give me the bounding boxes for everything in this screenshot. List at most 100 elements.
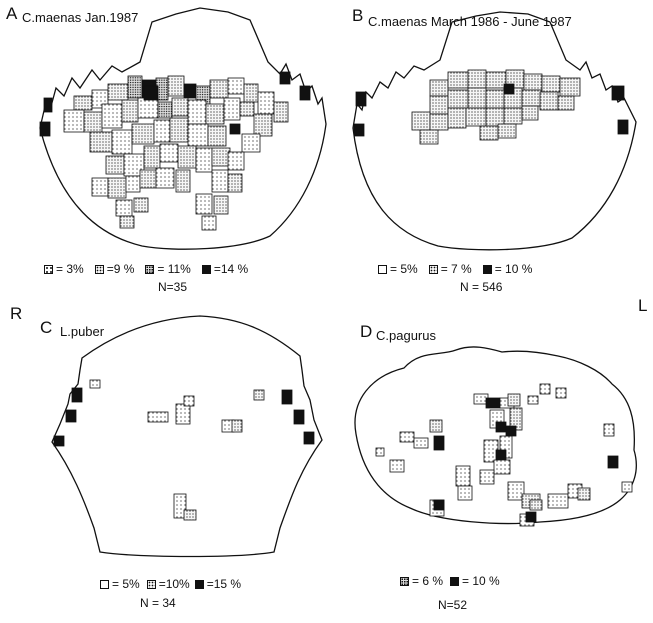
cell-a-17 <box>121 99 139 123</box>
cell-b-13 <box>521 89 543 107</box>
cell-d-13 <box>495 449 507 461</box>
swatch-6pct-d <box>400 576 409 586</box>
cell-b-5 <box>523 73 543 91</box>
cell-a-14 <box>63 109 85 133</box>
cell-d-33 <box>603 423 615 437</box>
cell-a-52 <box>133 197 149 213</box>
cell-a-3 <box>127 75 143 99</box>
cell-a-54 <box>213 195 229 215</box>
edge-c-1 <box>65 409 77 423</box>
cell-b-19 <box>465 107 487 127</box>
cell-d-0 <box>399 431 415 443</box>
cell-a-29 <box>131 123 155 145</box>
cell-c-4 <box>231 419 243 433</box>
cell-a-38 <box>159 143 179 163</box>
cell-d-34 <box>607 455 619 469</box>
cell-b-16 <box>411 111 431 131</box>
side-label-l: L <box>638 296 648 315</box>
cell-a-30 <box>153 119 171 143</box>
cell-a-22 <box>205 103 225 125</box>
panel-b-letter: B <box>352 6 364 25</box>
cell-b-21 <box>503 107 523 125</box>
carapace-outline-d <box>354 346 637 525</box>
cell-a-44 <box>107 177 127 199</box>
cell-d-8 <box>507 393 521 407</box>
cell-a-26 <box>253 113 273 137</box>
legend-d-2: = 10 % <box>462 574 500 588</box>
cell-a-13 <box>273 101 289 123</box>
carapace-outline-c <box>51 315 323 558</box>
cell-d-36 <box>375 447 385 457</box>
panel-a-n: N=35 <box>158 280 188 294</box>
cell-a-25 <box>229 123 241 135</box>
cell-d-16 <box>455 465 471 487</box>
panel-d-letter: D <box>360 322 373 341</box>
cell-c-1 <box>175 403 191 425</box>
cell-c-6 <box>183 509 197 521</box>
edge-a-1 <box>43 97 53 113</box>
cell-c-7 <box>89 379 101 389</box>
panel-b-title: C.maenas March 1986 - June 1987 <box>368 14 572 29</box>
cell-a-57 <box>143 85 159 101</box>
cell-a-55 <box>201 215 217 231</box>
cell-d-23 <box>547 493 569 509</box>
cell-b-1 <box>447 71 469 89</box>
cell-a-34 <box>241 133 261 153</box>
legend-b-3: = 10 % <box>494 262 533 276</box>
swatch-15pct-c <box>194 579 204 589</box>
cell-a-53 <box>195 193 213 215</box>
cell-a-11 <box>243 83 259 103</box>
cell-b-18 <box>447 107 467 129</box>
cell-d-19 <box>433 499 445 511</box>
panel-c-letter: C <box>40 318 53 337</box>
cell-a-12 <box>257 91 275 115</box>
cell-b-6 <box>541 75 561 93</box>
cell-b-15 <box>557 95 575 111</box>
cell-a-49 <box>211 169 229 193</box>
edge-b-1 <box>355 91 367 107</box>
cell-d-28 <box>493 459 511 475</box>
cell-a-43 <box>91 177 109 197</box>
edge-c-0 <box>71 387 83 403</box>
cell-b-22 <box>521 105 539 121</box>
cell-a-27 <box>89 131 113 153</box>
legend-d-1: = 6 % <box>412 574 444 588</box>
cell-d-10 <box>495 421 507 433</box>
legend-a-3: = 11% <box>157 262 191 276</box>
cell-a-45 <box>125 175 141 193</box>
panel-b-legend: = 5% = 7 % = 10 % <box>378 262 532 276</box>
edge-c-5 <box>303 431 315 445</box>
cell-a-46 <box>139 169 157 189</box>
swatch-11pct <box>145 264 155 274</box>
edge-b-4 <box>617 119 629 135</box>
cell-b-10 <box>467 87 487 109</box>
cell-a-50 <box>227 173 243 193</box>
cell-a-2 <box>107 83 129 101</box>
cell-b-0 <box>429 79 449 97</box>
edge-b-3 <box>611 85 625 101</box>
cell-a-18 <box>137 97 159 119</box>
cell-a-15 <box>83 111 103 133</box>
cell-d-20 <box>507 481 525 501</box>
cell-a-33 <box>207 125 227 147</box>
swatch-10pct-d <box>450 576 460 586</box>
cell-a-16 <box>101 103 123 129</box>
cell-a-31 <box>169 117 189 143</box>
cell-d-4 <box>433 435 445 451</box>
swatch-9pct <box>94 264 104 274</box>
cell-b-25 <box>497 123 517 139</box>
cell-b-24 <box>479 125 499 141</box>
panel-d-n: N=52 <box>438 598 468 612</box>
panel-b-n: N = 546 <box>460 280 503 294</box>
cell-a-10 <box>227 77 245 95</box>
cell-d-27 <box>525 511 537 523</box>
cell-a-48 <box>175 169 191 193</box>
cell-b-23 <box>419 129 439 145</box>
cell-d-31 <box>539 383 551 395</box>
cell-a-51 <box>115 199 133 217</box>
swatch-3pct <box>44 264 53 274</box>
cell-b-11 <box>485 89 505 109</box>
cell-c-2 <box>183 395 195 407</box>
